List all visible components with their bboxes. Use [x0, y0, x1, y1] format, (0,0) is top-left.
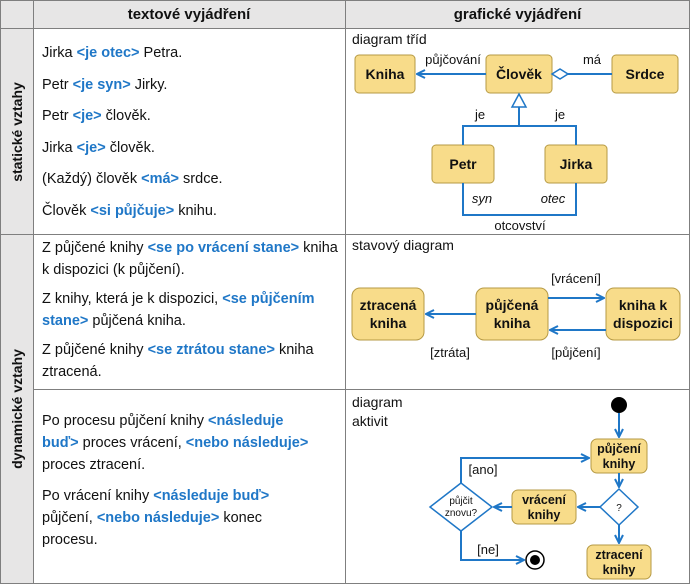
static-line: Jirka <je otec> Petra. — [42, 45, 183, 61]
dynamic-line: Z půjčené knihy <se po vrácení stane> kn… — [42, 240, 338, 278]
static-line: Jirka <je> člověk. — [42, 139, 155, 156]
flow-ne — [460, 531, 524, 560]
decision-again-l2: znovu? — [445, 508, 478, 519]
class-kniha-label: Kniha — [366, 66, 405, 82]
activity-line: Po procesu půjčení knihy <následuje buď>… — [42, 413, 309, 473]
activity-text: Po procesu půjčení knihy <následuje buď>… — [42, 410, 312, 560]
generalization-triangle — [510, 92, 528, 108]
flow-ano — [460, 458, 589, 483]
static-line: Petr <je syn> Jirky. — [42, 76, 168, 93]
class-jirka-label: Jirka — [560, 156, 593, 172]
activity-ztraceni — [586, 544, 652, 580]
state-diagram-caption: stavový diagram — [352, 237, 454, 253]
static-line: Petr <je> člověk. — [42, 108, 151, 124]
decision-again-l1: půjčit — [449, 495, 473, 507]
final-node-dot — [530, 555, 540, 565]
activity-line: Po vrácení knihy <následuje buď> půjčení… — [42, 488, 270, 548]
label-ano: [ano] — [469, 462, 498, 477]
aggregation-diamond — [550, 68, 570, 80]
gen-branches — [462, 125, 577, 145]
activity-vraceni-l2: knihy — [528, 508, 561, 522]
activity-diagram: půjčení knihy ? vrácení knihy půjčit zno… — [428, 397, 652, 580]
label-je-2: je — [554, 107, 565, 122]
state-dispozici-l2: dispozici — [613, 315, 673, 331]
label-otec: otec — [541, 191, 566, 206]
label-je-1: je — [474, 107, 485, 122]
class-petr-label: Petr — [449, 156, 477, 172]
initial-node — [611, 397, 627, 413]
activity-pujceni-l2: knihy — [603, 457, 636, 471]
activity-ztraceni-l2: knihy — [603, 563, 636, 577]
label-pujcovani: půjčování — [425, 52, 481, 67]
state-diagram: ztracená kniha půjčená kniha kniha k dis… — [351, 271, 681, 360]
header-corner — [0, 0, 33, 28]
activity-ztraceni-l1: ztracení — [595, 548, 643, 562]
class-diagram: Kniha Člověk Srdce Petr Jirka půjčování … — [354, 52, 679, 233]
label-ma: má — [583, 52, 602, 67]
state-ztracena-l2: kniha — [370, 315, 407, 331]
state-ztracena-l1: ztracená — [360, 297, 417, 313]
state-pujcena — [475, 287, 549, 341]
header-graphical: grafické vyjádření — [346, 0, 689, 28]
activity-vraceni-l1: vrácení — [522, 493, 566, 507]
decision-label: ? — [616, 503, 622, 514]
class-diagram-caption: diagram tříd — [352, 31, 427, 47]
state-pujcena-l2: kniha — [494, 315, 531, 331]
dynamic-line: Z půjčené knihy <se ztrátou stane> kniha… — [42, 342, 314, 380]
state-dispozici-l1: kniha k — [619, 297, 667, 313]
label-ztrata: [ztráta] — [430, 345, 470, 360]
static-line: Člověk <si půjčuje> knihu. — [42, 202, 217, 219]
dynamic-line: Z knihy, která je k dispozici, <se půjče… — [42, 291, 315, 329]
label-ne: [ne] — [477, 542, 499, 557]
label-pujceni: [půjčení] — [551, 345, 600, 360]
state-ztracena — [351, 287, 425, 341]
dynamic-text: Z půjčené knihy <se po vrácení stane> kn… — [42, 237, 340, 392]
class-kniha — [354, 54, 416, 94]
label-otcovstvi: otcovství — [494, 218, 546, 233]
class-srdce-label: Srdce — [626, 66, 665, 82]
state-dispozici — [605, 287, 681, 341]
decision-again — [428, 482, 494, 532]
static-line: (Každý) člověk <má> srdce. — [42, 171, 223, 187]
label-syn: syn — [472, 191, 492, 206]
activity-pujceni-l1: půjčení — [597, 442, 641, 456]
state-pujcena-l1: půjčená — [486, 297, 539, 313]
section-dynamic: dynamické vztahy — [0, 235, 33, 583]
label-vraceni: [vrácení] — [551, 271, 601, 286]
class-clovek-label: Člověk — [496, 65, 542, 82]
assoc-otcovstvi — [462, 183, 577, 216]
header-textual: textové vyjádření — [33, 0, 345, 28]
section-static: statické vztahy — [0, 29, 33, 234]
static-text: Jirka <je otec> Petra. Petr <je syn> Jir… — [42, 42, 342, 231]
